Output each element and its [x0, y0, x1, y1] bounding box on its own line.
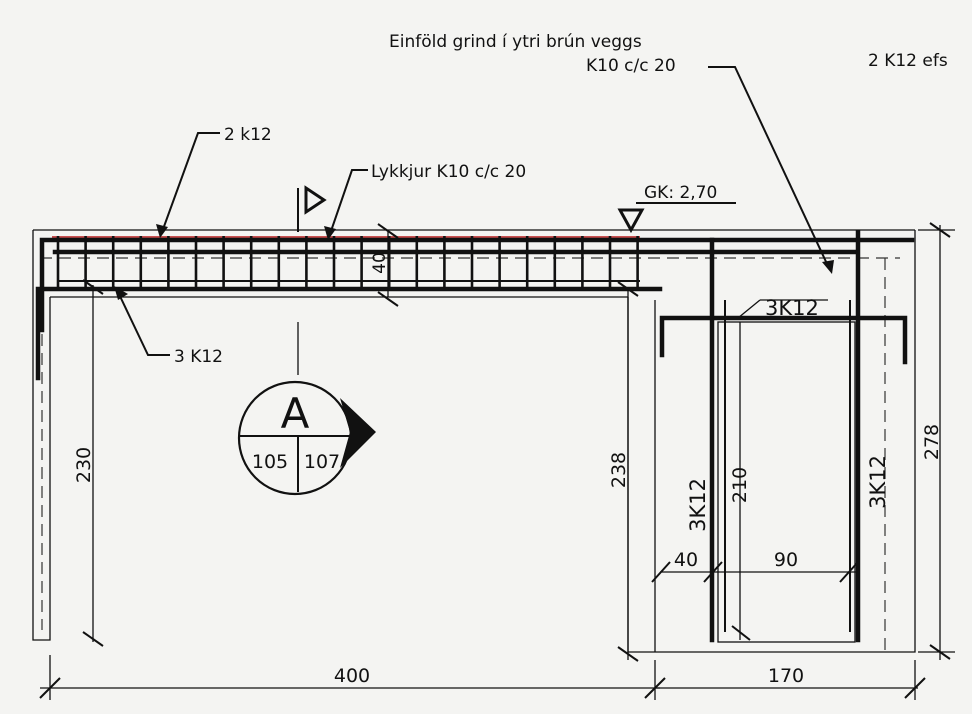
section-cut-marker [297, 185, 327, 375]
dim-opening-width: 90 [774, 549, 798, 571]
dim-beam-depth: 40 [370, 252, 390, 274]
section-letter: A [281, 389, 310, 438]
top-bars-label: 2 k12 [224, 125, 272, 145]
section-bubble [237, 380, 376, 496]
level-marker [617, 202, 736, 234]
section-sheet-left: 105 [252, 451, 288, 473]
column-right-bars-label: 3K12 [866, 455, 890, 509]
dim-offset-left: 40 [674, 549, 698, 571]
dim-right-wall-height: 238 [608, 452, 630, 488]
leader-lines [114, 66, 834, 356]
stirrups-label: Lykkjur K10 c/c 20 [371, 162, 526, 182]
column-left-bars-label: 3K12 [686, 478, 710, 532]
top-right-note: 2 K12 efs [868, 51, 948, 71]
bottom-bars-label: 3 K12 [174, 347, 223, 367]
level-label: GK: 2,70 [644, 183, 717, 203]
beam-main-bars [35, 237, 915, 381]
concrete-outline [32, 229, 916, 653]
dim-span: 400 [334, 665, 370, 687]
section-sheet-right: 107 [304, 451, 340, 473]
annotation-text: Einföld grind í ytri brún veggs K10 c/c … [73, 32, 948, 687]
dim-overall-height: 278 [921, 424, 943, 460]
beam-stirrups [56, 236, 639, 288]
column-top-bars-label: 3K12 [765, 296, 819, 320]
dim-opening-height: 210 [729, 467, 751, 503]
top-note-line2: K10 c/c 20 [586, 56, 676, 76]
dim-left-wall-height: 230 [73, 447, 95, 483]
dim-column-width: 170 [768, 665, 804, 687]
column-reinforcement [659, 229, 908, 643]
dimension-lines [39, 222, 955, 700]
top-note-line1: Einföld grind í ytri brún veggs [389, 32, 642, 52]
